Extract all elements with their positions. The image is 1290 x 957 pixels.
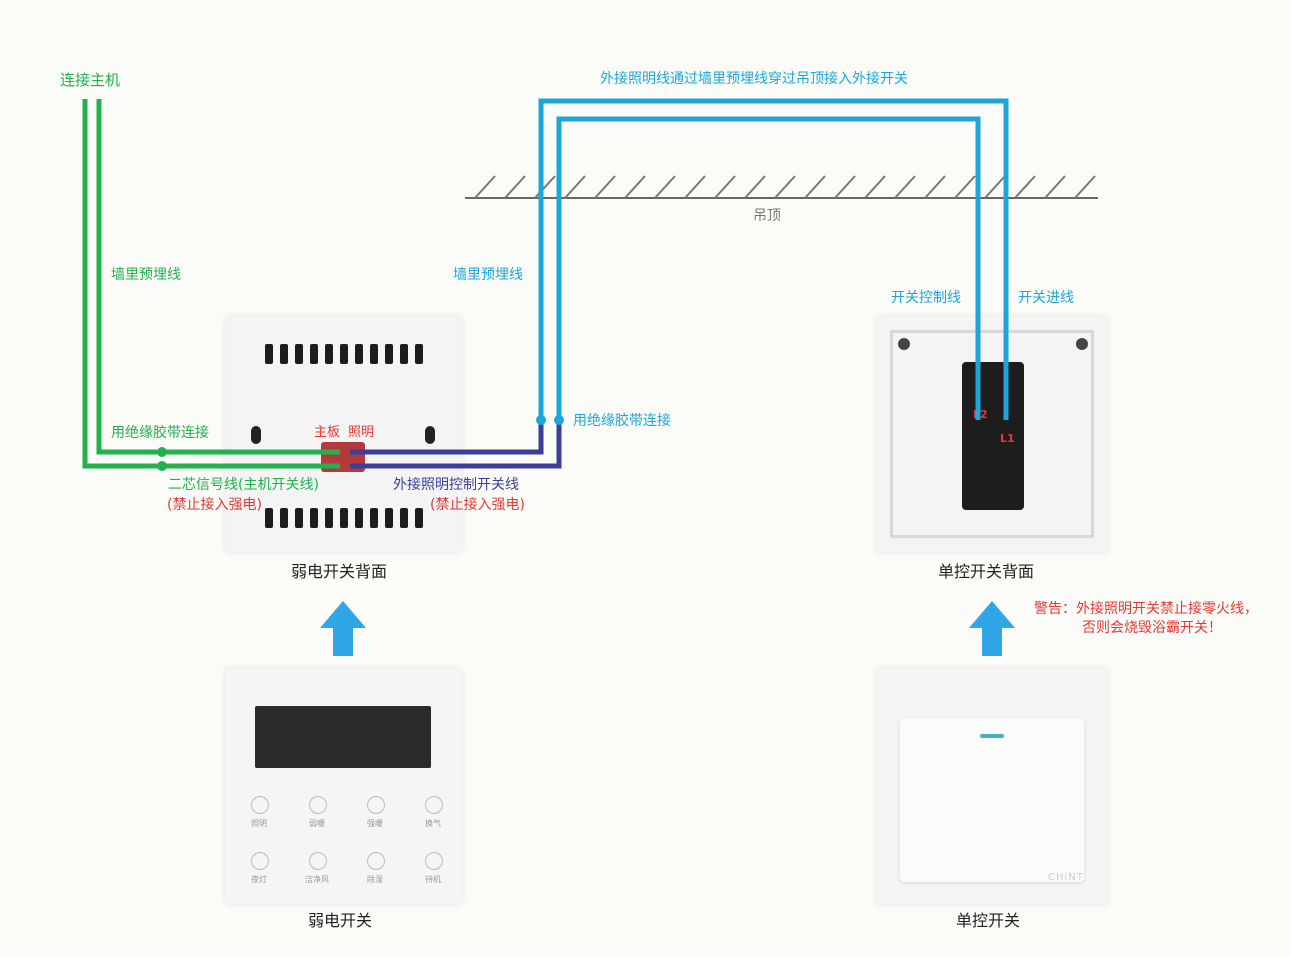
- green-joint-1: [157, 447, 167, 457]
- green-joint-2: [157, 461, 167, 471]
- keypad-key-label: 换气: [425, 819, 441, 828]
- screw-hole-tl: [898, 338, 910, 350]
- rocker-button[interactable]: [900, 718, 1084, 882]
- arrow-up-left: [320, 601, 366, 656]
- single-switch-caption: 单控开关: [956, 911, 1021, 930]
- terminal-main-label: 主板: [314, 425, 341, 440]
- keypad-key-label: 待机: [425, 875, 441, 884]
- navy-wire-2: [350, 420, 562, 469]
- insulating-tape-right-label: 用绝缘胶带连接: [573, 413, 671, 429]
- keypad-key-icon[interactable]: [425, 796, 443, 814]
- screw-hole-right: [425, 426, 435, 444]
- keypad-key-icon[interactable]: [309, 796, 327, 814]
- outer-lighting-control-label: 外接照明控制开关线: [393, 477, 519, 493]
- keypad: 照明 弱暖 强暖 换气夜灯 洁净风 除湿 待机: [225, 668, 462, 904]
- lcd-display: [255, 706, 431, 768]
- keypad-key-label: 照明: [251, 819, 267, 828]
- mounting-frame: [890, 330, 1094, 538]
- wall-wire-mid-label: 墙里预埋线: [453, 267, 523, 283]
- insulating-tape-left-label: 用绝缘胶带连接: [111, 425, 209, 441]
- keypad-key-icon[interactable]: [251, 796, 269, 814]
- cyan-joint-1: [536, 415, 546, 425]
- two-core-signal-label: 二芯信号线(主机开关线): [168, 477, 319, 493]
- cyan-joint-2: [554, 415, 564, 425]
- single-switch-back-panel: L2 L1: [876, 316, 1108, 552]
- keypad-key-label: 除湿: [367, 875, 383, 884]
- no-strong-current-left-label: (禁止接入强电): [167, 497, 262, 513]
- keypad-key-icon[interactable]: [309, 852, 327, 870]
- keypad-key-label: 夜灯: [251, 875, 267, 884]
- weak-switch-back-caption: 弱电开关背面: [291, 562, 388, 581]
- keypad-key-icon[interactable]: [367, 852, 385, 870]
- ceiling-label: 吊顶: [753, 208, 781, 224]
- vent-row-bottom: [265, 508, 425, 530]
- screw-hole-left: [251, 426, 261, 444]
- screw-hole-tr: [1076, 338, 1088, 350]
- warning-line-2: 否则会烧毁浴霸开关！: [1082, 620, 1222, 636]
- wall-wire-left-label: 墙里预埋线: [111, 267, 181, 283]
- switch-mechanism: [962, 362, 1024, 510]
- arrow-up-right: [969, 601, 1015, 656]
- switch-input-wire-label: 开关进线: [1018, 290, 1074, 306]
- switch-control-wire-label: 开关控制线: [891, 290, 961, 306]
- indicator-led: [980, 734, 1004, 738]
- cyan-wire-inner: [556, 116, 981, 420]
- navy-wire-1: [350, 420, 544, 455]
- terminal-l1-label: L1: [1000, 432, 1015, 445]
- keypad-key-icon[interactable]: [425, 852, 443, 870]
- cyan-wire-outer: [538, 98, 1009, 420]
- outer-lighting-route-label: 外接照明线通过墙里预埋线穿过吊顶接入外接开关: [600, 71, 908, 87]
- green-wire-outer: [82, 99, 340, 469]
- single-switch-front-panel: CHiNT: [876, 668, 1108, 904]
- no-strong-current-right-label: (禁止接入强电): [430, 497, 525, 513]
- keypad-key-icon[interactable]: [251, 852, 269, 870]
- green-wire-inner: [96, 99, 340, 455]
- weak-switch-front-panel: 照明 弱暖 强暖 换气夜灯 洁净风 除湿 待机: [225, 668, 462, 904]
- vent-row-top: [265, 344, 425, 366]
- weak-switch-back-panel: [225, 316, 462, 552]
- single-switch-back-caption: 单控开关背面: [938, 562, 1035, 581]
- keypad-key-icon[interactable]: [367, 796, 385, 814]
- keypad-key-label: 强暖: [367, 819, 383, 828]
- terminal-light-label: 照明: [348, 425, 375, 440]
- weak-switch-caption: 弱电开关: [308, 911, 373, 930]
- keypad-key-label: 弱暖: [309, 819, 325, 828]
- keypad-key-label: 洁净风: [305, 875, 329, 884]
- ceiling-hatch: [465, 175, 1098, 199]
- warning-line-1: 警告：外接照明开关禁止接零火线，: [1034, 601, 1258, 617]
- brand-logo: CHiNT: [1048, 872, 1084, 883]
- connect-host-label: 连接主机: [60, 71, 121, 89]
